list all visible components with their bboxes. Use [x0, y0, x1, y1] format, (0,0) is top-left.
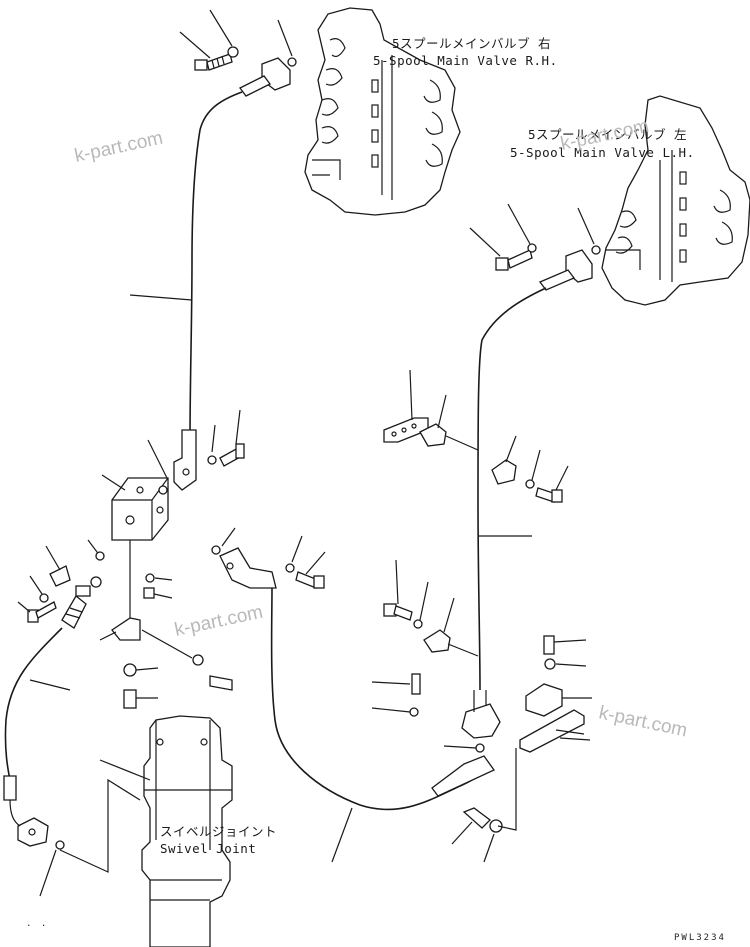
- hose-left: [4, 627, 63, 781]
- main-valve-rh: [304, 7, 461, 216]
- valve-lh-label-en: 5-Spool Main Valve L.H.: [510, 145, 695, 160]
- o-ring-top: [287, 57, 297, 67]
- washer-center: [285, 563, 295, 573]
- bracket-right: [525, 683, 563, 717]
- bolt-right-mid: [535, 487, 563, 503]
- clamp-left: [27, 565, 71, 623]
- bracket-right-top: [383, 417, 429, 443]
- o-ring-right-lower: [475, 743, 485, 753]
- bolt-mid-left: [219, 443, 245, 467]
- washer-bracket: [544, 658, 556, 670]
- o-ring-block-2: [158, 485, 168, 495]
- bolt-center: [295, 571, 325, 589]
- bolt-right: [209, 675, 233, 691]
- elbow-center: [219, 547, 277, 589]
- bolt-lower: [123, 689, 137, 709]
- swivel-label-jp: スイベルジョイント: [160, 824, 277, 839]
- bolt-right-lower: [383, 603, 413, 621]
- manifold-block: [111, 477, 169, 541]
- o-ring-right: [409, 707, 419, 717]
- clamp-right-top: [419, 423, 447, 447]
- washer-lower: [123, 663, 137, 677]
- fitting-left: [61, 585, 91, 629]
- hose-rh-left: [189, 91, 243, 441]
- bolt-small: [411, 673, 421, 695]
- bolt-top-left: [194, 53, 233, 71]
- washer-block: [145, 573, 155, 583]
- watermark: k-part.com: [173, 602, 265, 641]
- bracket-block: [111, 617, 141, 641]
- washer-right: [192, 654, 204, 666]
- valve-lh-label-jp: 5スプールメインバルブ 左: [528, 127, 687, 142]
- swivel-label-en: Swivel Joint: [160, 841, 256, 856]
- washer-left: [90, 576, 102, 588]
- washer-far-left: [39, 593, 49, 603]
- clamp-right-lower: [423, 629, 451, 653]
- clamp-right-mid: [491, 459, 517, 485]
- flange-lh-valve: [538, 249, 593, 291]
- main-valve-lh: [601, 95, 750, 306]
- washer-top: [227, 46, 239, 58]
- washer-right-lower: [413, 619, 423, 629]
- fitting-right-lower: [431, 755, 495, 797]
- o-ring-center: [211, 545, 221, 555]
- washer-mid: [207, 455, 217, 465]
- washer-bottom-right: [489, 819, 503, 833]
- flange-top: [239, 57, 291, 97]
- o-ring-block: [95, 551, 105, 561]
- corner-dots: . .: [26, 919, 48, 929]
- elbow-mid-left: [173, 429, 197, 491]
- valve-rh-label-jp: 5スプールメインバルブ 右: [392, 36, 551, 51]
- washer-right-mid: [525, 479, 535, 489]
- swivel-joint: [141, 715, 233, 947]
- drawing-code: PWL3234: [674, 933, 726, 943]
- watermark: k-part.com: [597, 702, 689, 741]
- o-ring-bottom-left: [55, 840, 65, 850]
- bolt-bracket: [543, 635, 555, 655]
- elbow-right-lower: [461, 690, 501, 739]
- watermark: k-part.com: [73, 128, 165, 167]
- bolt-lh-valve: [495, 249, 533, 271]
- plate-right: [519, 709, 585, 753]
- o-ring-lh-valve: [591, 245, 601, 255]
- hose-right: [477, 287, 547, 691]
- bolt-bottom-right: [462, 807, 491, 829]
- valve-rh-label-en: 5-Spool Main Valve R.H.: [373, 53, 558, 68]
- fitting-bottom-left: [3, 775, 49, 847]
- plug-block: [143, 587, 155, 599]
- washer-lh-valve: [527, 243, 537, 253]
